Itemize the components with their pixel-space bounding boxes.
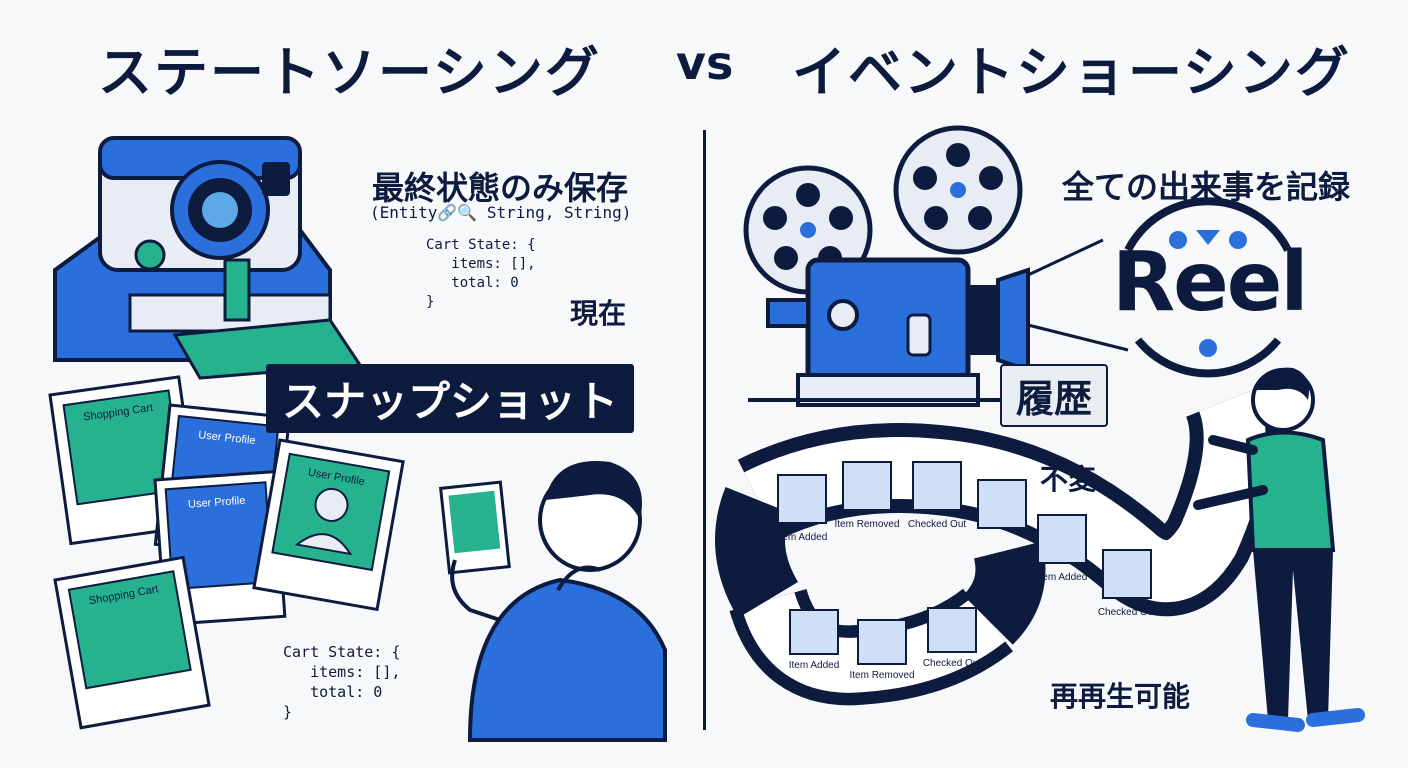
entity-signature: (Entity🔗🔍 String, String)	[370, 203, 632, 222]
film-frame	[857, 619, 907, 665]
instant-camera-icon	[53, 136, 363, 380]
snapshot-banner: スナップショット	[266, 364, 635, 433]
photo-label: User Profile	[188, 495, 246, 511]
photo-label: User Profile	[198, 429, 256, 447]
film-projector-icon	[743, 125, 1129, 407]
photo-stack: Shopping Cart User Profile User Profile …	[48, 375, 405, 730]
person-holding-film-icon	[1193, 367, 1365, 732]
current-label: 現在	[570, 297, 627, 330]
film-frame	[842, 461, 892, 511]
right-illustration: Item Added Item Removed Checked Out Item…	[715, 125, 1365, 732]
frame-label: Checked Out	[923, 658, 982, 669]
person-holding-photo-icon	[439, 461, 667, 742]
center-divider	[703, 130, 706, 730]
title-state-sourcing: ステートソーシング	[98, 41, 601, 104]
frame-label: Item Removed	[834, 519, 899, 530]
replayable-label: 再再生可能	[1050, 680, 1191, 713]
film-frame	[1102, 549, 1152, 599]
frame-label: Checked Out	[908, 519, 967, 530]
film-strip: Item Added Item Removed Checked Out Item…	[715, 383, 1280, 706]
film-frame	[912, 461, 962, 511]
film-frame	[777, 474, 827, 524]
left-illustration: Shopping Cart User Profile User Profile …	[48, 136, 667, 742]
frame-label: Item Added	[777, 532, 828, 543]
reel-logo-text: Reel	[1112, 235, 1308, 330]
film-frame	[1037, 514, 1087, 564]
history-tag: 履歴	[1000, 364, 1109, 427]
immutable-label: 不変	[1040, 463, 1097, 496]
left-heading: 最終状態のみ保存	[372, 169, 629, 207]
reel-logo-icon	[1124, 197, 1292, 378]
cart-state-code-top: Cart State: { items: [], total: 0 }	[426, 237, 536, 310]
frame-label: Item Removed	[849, 670, 914, 681]
frame-label: Item Added	[1037, 572, 1088, 583]
title-vs: vs	[676, 36, 734, 90]
frame-label: Item Added	[789, 660, 840, 671]
frame-label: Checked Out	[1098, 607, 1157, 618]
title-event-sourcing: イベントショーシング	[792, 41, 1351, 104]
right-heading: 全ての出来事を記録	[1062, 168, 1351, 206]
film-frame	[977, 479, 1027, 529]
film-frame	[789, 609, 839, 655]
cart-state-code-bottom: Cart State: { items: [], total: 0 }	[283, 643, 401, 721]
film-frame	[927, 607, 977, 653]
